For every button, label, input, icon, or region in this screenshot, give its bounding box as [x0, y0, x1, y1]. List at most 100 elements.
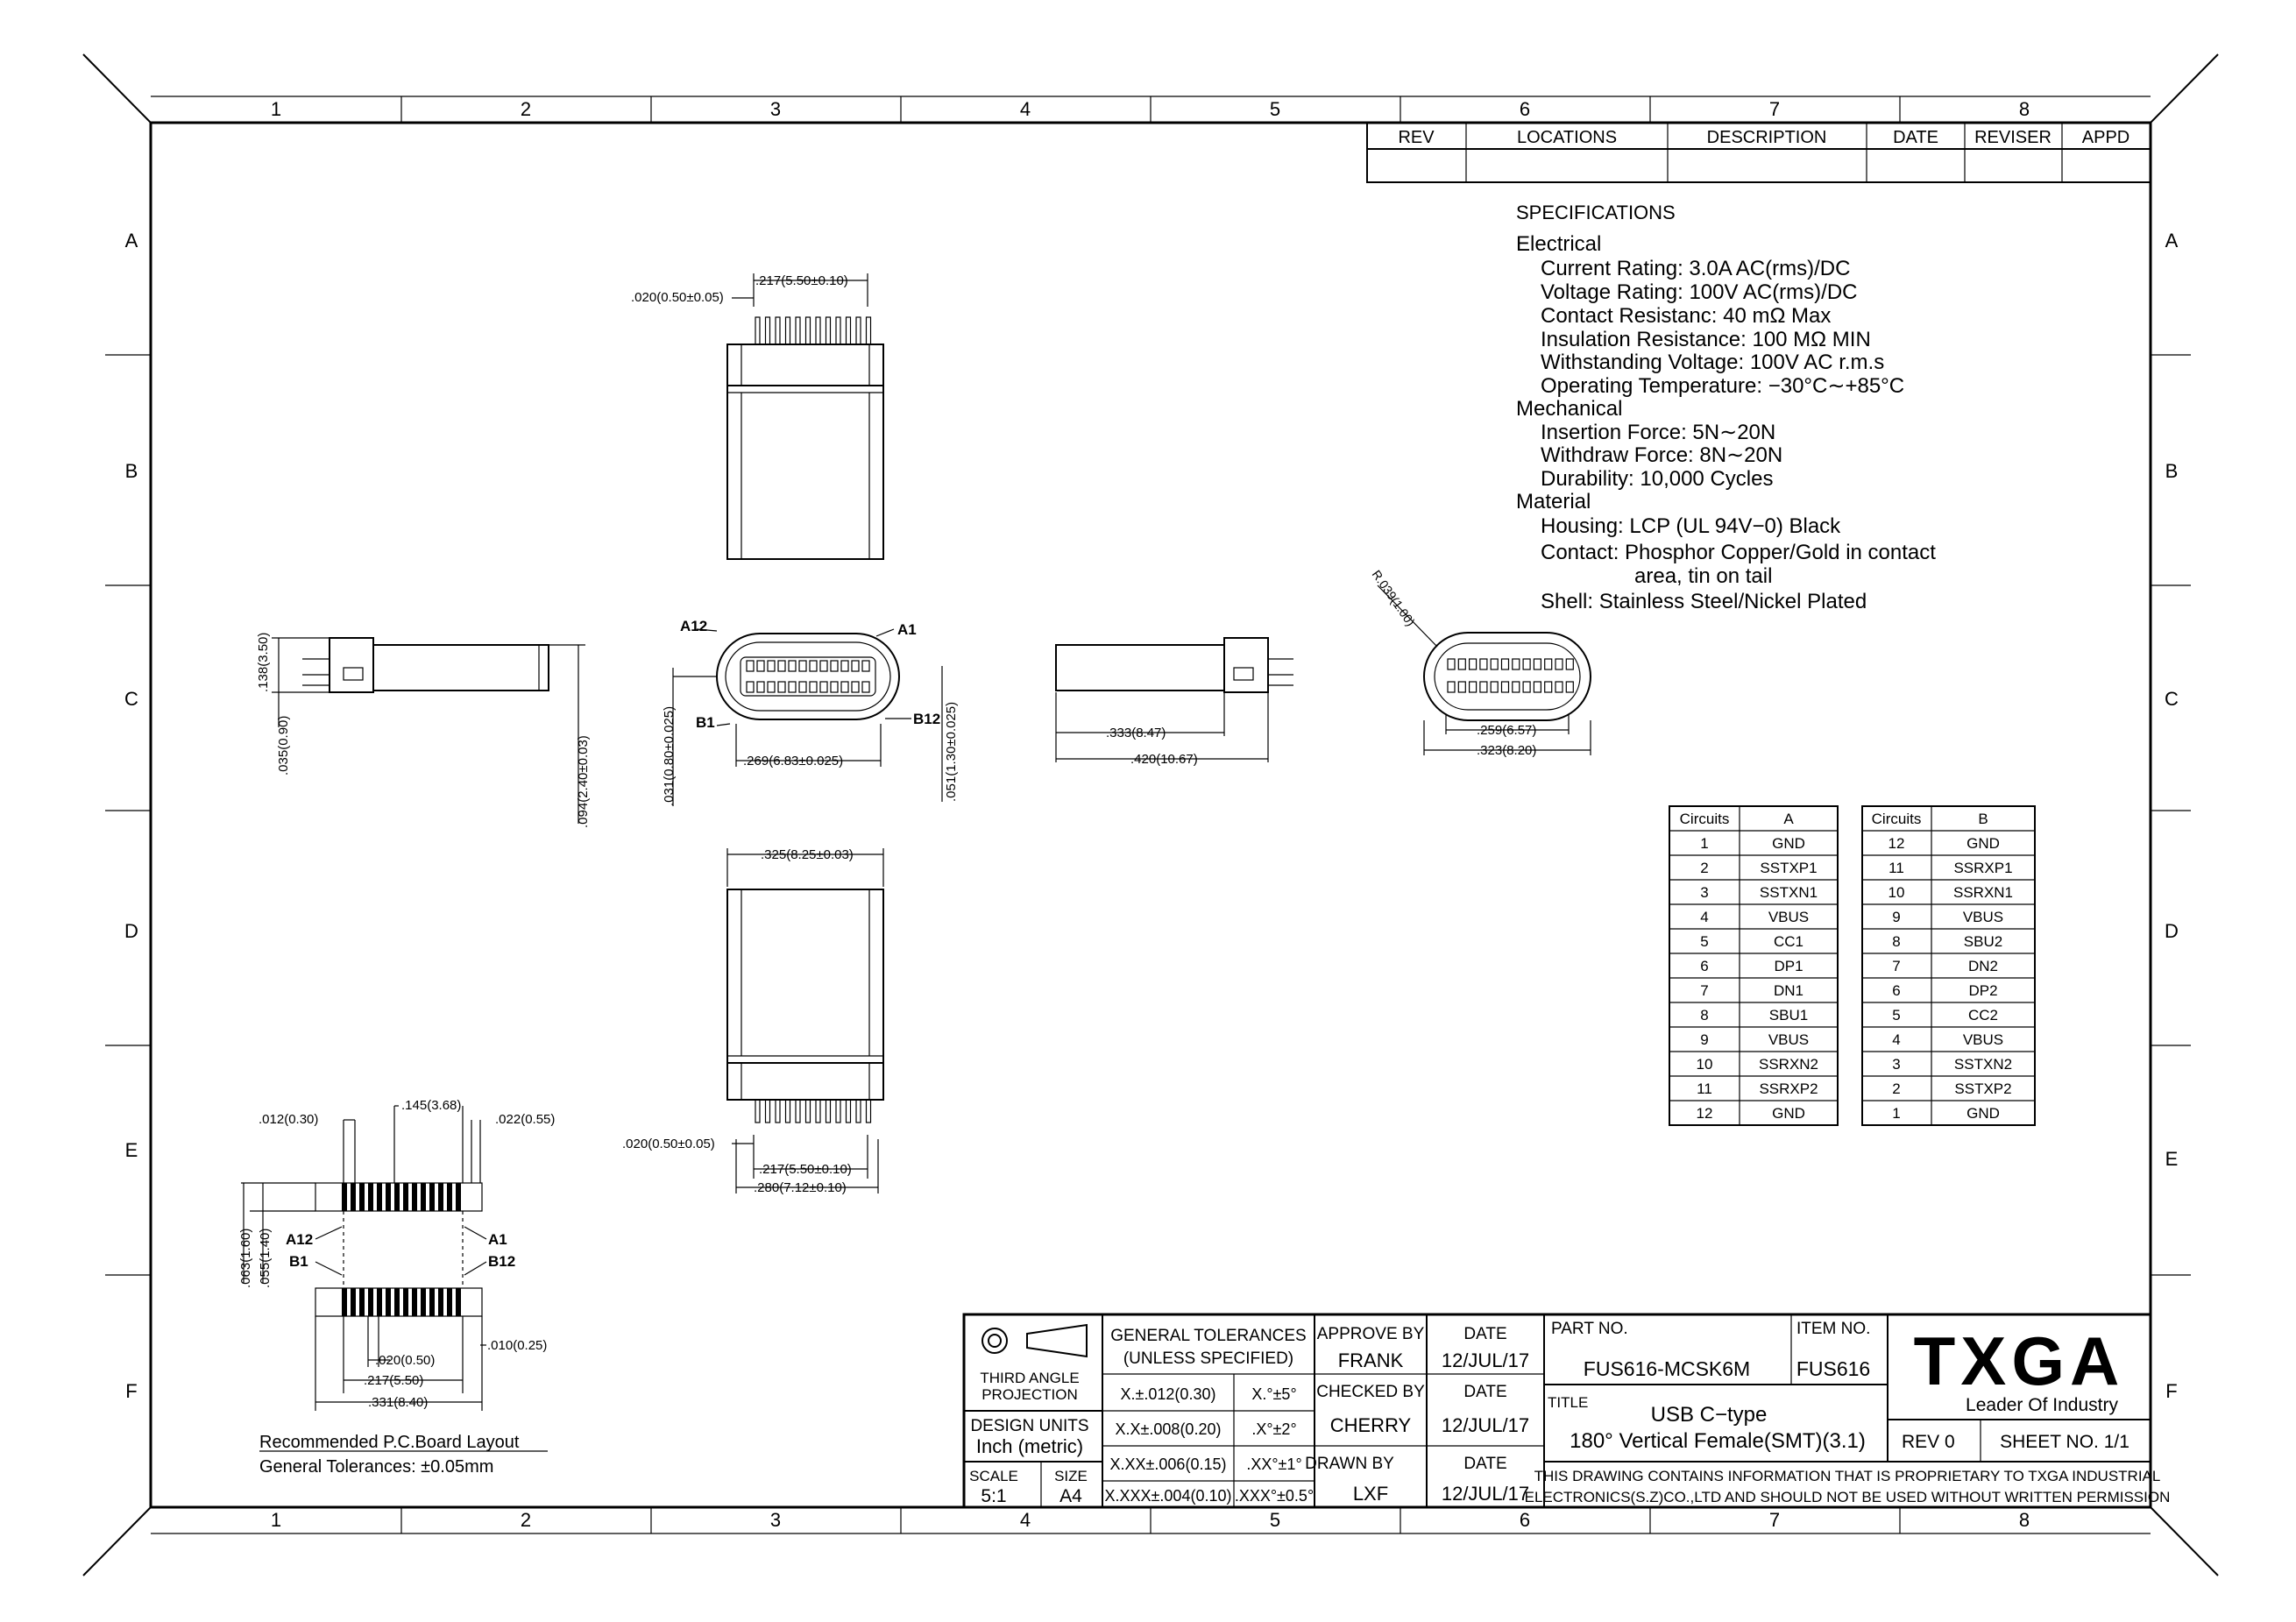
zone-col-8-bottom: 8 — [2019, 1509, 2030, 1531]
spec-material-line: Shell: Stainless Steel/Nickel Plated — [1541, 590, 1867, 613]
title-label: TITLE — [1548, 1394, 1588, 1411]
pcb-pad — [394, 1183, 400, 1211]
circuits-cell: SSTXP1 — [1760, 860, 1817, 876]
checked-label: CHECKED BY — [1316, 1383, 1425, 1401]
circuits-cell: GND — [1966, 1105, 2000, 1122]
bottom-pin — [755, 1099, 761, 1123]
circuits-cell: SBU2 — [1964, 933, 2002, 950]
checked-date-value: 12/JUL/17 — [1442, 1414, 1529, 1436]
tol-row3-linear: X.XX±.006(0.15) — [1110, 1456, 1227, 1473]
circuits-cell: SSRXN1 — [1953, 884, 2013, 901]
end-contact — [1479, 681, 1488, 693]
pcb-pad — [342, 1288, 347, 1316]
circuits-cell: 3 — [1700, 884, 1708, 901]
front-contact — [746, 660, 755, 672]
bottom-pin — [795, 1099, 801, 1123]
dim-top-pin-pitch: .020(0.50±0.05) — [631, 290, 724, 305]
circuits-cell: VBUS — [1963, 1031, 2003, 1048]
rev-value: REV 0 — [1902, 1432, 1955, 1452]
circuits-cell: 10 — [1697, 1056, 1713, 1073]
spec-mechanical-title: Mechanical — [1516, 397, 1622, 421]
circuits-cell: 6 — [1700, 958, 1708, 974]
front-contact — [830, 660, 839, 672]
front-contact — [777, 660, 786, 672]
top-pin — [845, 316, 852, 345]
end-contact — [1512, 681, 1520, 693]
circuits-cell: 2 — [1700, 860, 1708, 876]
dim-front-width: .269(6.83±0.025) — [743, 754, 843, 769]
circuits-cell: 9 — [1700, 1031, 1708, 1048]
tol-row2-angular: .X°±2° — [1251, 1420, 1296, 1438]
spec-electrical-line: Operating Temperature: −30°C∼+85°C — [1541, 374, 1904, 398]
tol-row4-angular: .XXX°±0.5° — [1235, 1487, 1314, 1505]
zone-col-3-bottom: 3 — [770, 1509, 781, 1531]
zone-row-D-left: D — [124, 920, 138, 942]
front-contact — [746, 681, 755, 693]
pcb-label-A12: A12 — [286, 1231, 313, 1248]
dim-front-h1: .031(0.80±0.025) — [662, 706, 677, 806]
end-contact — [1565, 681, 1574, 693]
title-block: THIRD ANGLE PROJECTION DESIGN UNITS Inch… — [962, 1313, 2170, 1509]
pcb-label-B1: B1 — [289, 1253, 308, 1270]
front-view-drawing: A12 A1 B1 B12 .269(6.83±0.025) .031(0.80… — [662, 618, 959, 806]
tol-row1-linear: X.±.012(0.30) — [1121, 1385, 1216, 1403]
circuits-cell: 6 — [1892, 982, 1900, 999]
dim-side-right-420: .420(10.67) — [1130, 752, 1198, 767]
top-pin — [865, 316, 872, 345]
dim-pcb-063: .063(1.60) — [238, 1229, 253, 1288]
dim-radius: R.039(1.00) — [1370, 568, 1419, 629]
approve-label: APPROVE BY — [1317, 1325, 1425, 1343]
sheet-value: SHEET NO. 1/1 — [2000, 1432, 2129, 1452]
scale-value: 5:1 — [981, 1486, 1006, 1506]
circuits-cell: 10 — [1889, 884, 1905, 901]
end-contact — [1500, 681, 1510, 693]
pcb-pad — [421, 1183, 426, 1211]
right-side-view-drawing: .333(8.47) .420(10.67) — [1055, 637, 1293, 767]
title-line1: USB C−type — [1651, 1403, 1768, 1427]
part-no-label: PART NO. — [1551, 1320, 1628, 1338]
dim-end-w1: .259(6.57) — [1477, 723, 1536, 738]
top-pin — [795, 316, 801, 345]
zone-col-7-bottom: 7 — [1769, 1509, 1780, 1531]
circuits-cell: 5 — [1700, 933, 1708, 950]
front-contact — [830, 681, 839, 693]
top-pin — [835, 316, 841, 345]
circuits-header-a-signal: A — [1783, 811, 1794, 827]
rev-header-locations: LOCATIONS — [1517, 128, 1617, 147]
design-units-value: Inch (metric) — [976, 1435, 1083, 1457]
pcb-pad — [412, 1288, 417, 1316]
bottom-pin — [845, 1099, 852, 1123]
rev-header-rev: REV — [1398, 128, 1435, 147]
end-contact — [1544, 658, 1553, 670]
txga-tagline: Leader Of Industry — [1966, 1395, 2118, 1415]
front-contact — [788, 660, 797, 672]
end-contact — [1565, 658, 1574, 670]
circuits-cell: 9 — [1892, 909, 1900, 925]
circuits-cell: 7 — [1892, 958, 1900, 974]
bottom-pin — [784, 1099, 791, 1123]
pcb-pad — [447, 1288, 452, 1316]
bottom-pin — [815, 1099, 821, 1123]
circuits-cell: DP2 — [1968, 982, 1997, 999]
drawn-date-label: DATE — [1463, 1455, 1506, 1473]
front-contact — [798, 660, 807, 672]
pcb-pad — [359, 1183, 365, 1211]
title-line2: 180° Vertical Female(SMT)(3.1) — [1570, 1429, 1866, 1453]
circuits-cell: SBU1 — [1769, 1007, 1808, 1023]
pcb-pad — [351, 1288, 356, 1316]
circuits-cell: 8 — [1892, 933, 1900, 950]
rev-header-appd: APPD — [2082, 128, 2129, 147]
approve-value: FRANK — [1338, 1349, 1404, 1371]
pcb-pad — [377, 1288, 382, 1316]
dim-side-left-138: .138(3.50) — [256, 633, 271, 692]
circuits-cell: SSRXP1 — [1953, 860, 2012, 876]
zone-col-7-top: 7 — [1769, 98, 1780, 120]
top-pin — [855, 316, 861, 345]
zone-col-8-top: 8 — [2019, 98, 2030, 120]
dim-side-left-035: .035(0.90) — [276, 716, 291, 776]
tol-row2-linear: X.X±.008(0.20) — [1116, 1420, 1222, 1438]
front-contact — [819, 660, 828, 672]
pcb-pad — [351, 1183, 356, 1211]
item-no-value: FUS616 — [1796, 1357, 1870, 1380]
